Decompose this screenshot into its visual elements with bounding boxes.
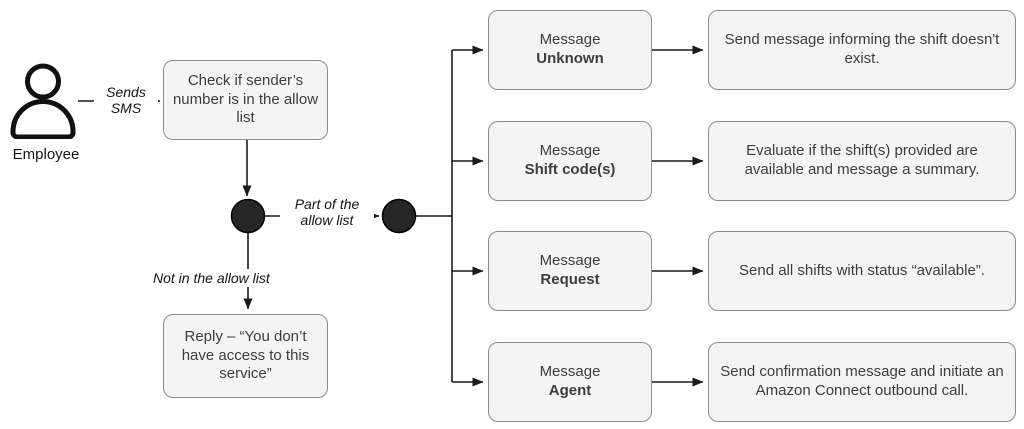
junction-circle-message-router (381, 198, 417, 234)
message-type: Shift code(s) (524, 161, 616, 178)
message-type: Unknown (536, 50, 604, 67)
edge-label-sends-sms: Sends SMS (94, 83, 158, 118)
message-type: Request (540, 271, 600, 288)
edge-label-not-in-allow-list: Not in the allow list (150, 269, 273, 288)
node-message-agent: Message Agent (488, 342, 652, 422)
node-desc-request: Send all shifts with status “available”. (708, 231, 1016, 311)
actor-label-employee: Employee (12, 146, 80, 163)
message-title: Message (539, 252, 601, 270)
message-type: Agent (548, 382, 592, 399)
node-desc-agent: Send confirmation message and initiate a… (708, 342, 1016, 422)
node-desc-shift-codes: Evaluate if the shift(s) provided are av… (708, 121, 1016, 201)
message-title: Message (539, 31, 601, 49)
node-reply-no-access: Reply – “You don’t have access to this s… (163, 314, 328, 398)
junction-circle-allow-check (230, 198, 266, 234)
node-check-allow-list: Check if sender’s number is in the allow… (163, 60, 328, 140)
message-title: Message (539, 363, 601, 381)
message-title: Message (539, 142, 601, 160)
node-message-shift-codes: Message Shift code(s) (488, 121, 652, 201)
node-desc-unknown: Send message informing the shift doesn't… (708, 10, 1016, 90)
node-message-request: Message Request (488, 231, 652, 311)
person-icon (10, 63, 76, 139)
edge-label-part-of-allow-list: Part of the allow list (280, 195, 374, 230)
node-message-unknown: Message Unknown (488, 10, 652, 90)
